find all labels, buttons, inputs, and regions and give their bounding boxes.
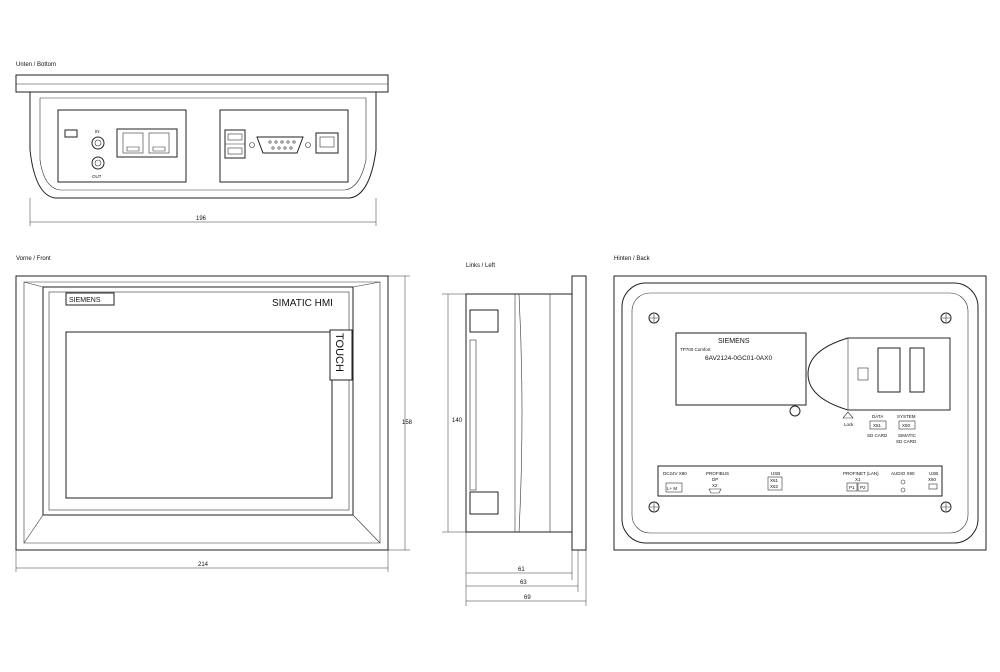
audio-out-label: OUT bbox=[92, 174, 102, 179]
touch-label: TOUCH bbox=[333, 333, 345, 372]
system-slot-label: X50 bbox=[902, 423, 911, 428]
svg-text:P1: P1 bbox=[849, 485, 855, 490]
bottom-housing bbox=[29, 91, 377, 199]
connector-strip bbox=[657, 465, 943, 497]
back-view: Hinten / Back SIEMENS TP700 Comfort 6AV2… bbox=[613, 256, 987, 551]
bottom-port-panel-right bbox=[219, 109, 349, 183]
back-outer-frame bbox=[613, 275, 987, 551]
front-brand-badge bbox=[65, 292, 115, 306]
front-product-name: SIMATIC HMI bbox=[272, 298, 333, 309]
data-title: DATA bbox=[872, 414, 883, 419]
bottom-view-label: Unten / Bottom bbox=[16, 62, 56, 68]
port-usb-x60: USB X60 bbox=[928, 471, 938, 490]
svg-text:PROFINET (LAN): PROFINET (LAN) bbox=[843, 471, 879, 476]
front-display-area bbox=[65, 331, 333, 499]
rating-plate bbox=[675, 332, 807, 406]
data-sd-slot bbox=[877, 347, 901, 393]
svg-text:USB: USB bbox=[929, 471, 938, 476]
svg-text:X61: X61 bbox=[770, 478, 779, 483]
svg-text:USB: USB bbox=[771, 471, 780, 476]
system-card-label-1: SIMATIC bbox=[898, 433, 917, 438]
left-depth-63: 63 bbox=[520, 580, 527, 586]
svg-text:AUDIO X90: AUDIO X90 bbox=[891, 471, 915, 476]
back-housing bbox=[621, 282, 979, 544]
profibus-dsub-port bbox=[256, 136, 304, 154]
port-dc24v: DC24V X80 L+ M bbox=[663, 471, 687, 493]
bottom-width-dimension: 196 bbox=[196, 216, 207, 222]
front-outer-frame bbox=[15, 275, 389, 551]
port-profibus: PROFIBUS DP X2 bbox=[706, 471, 729, 494]
left-height-dimension: 140 bbox=[452, 418, 463, 424]
left-depth-69: 69 bbox=[524, 595, 531, 601]
left-depth-61: 61 bbox=[518, 567, 525, 573]
order-number-text: 6AV2124-0GC01-0AX0 bbox=[705, 355, 772, 362]
svg-text:L+ M: L+ M bbox=[667, 486, 677, 491]
svg-text:DP: DP bbox=[712, 477, 718, 482]
system-sd-slot bbox=[909, 347, 925, 393]
left-clamp-bottom bbox=[469, 491, 499, 515]
front-bezel bbox=[42, 286, 354, 516]
port-audio: AUDIO X90 bbox=[891, 471, 915, 493]
mini-usb-port bbox=[64, 129, 78, 138]
back-brand-text: SIEMENS bbox=[718, 338, 750, 345]
bottom-bezel bbox=[15, 74, 389, 93]
left-view: Links / Left 140 61 63 69 bbox=[442, 263, 587, 606]
audio-in-jack bbox=[91, 136, 105, 150]
port-usb-x61-x62: USB X61 X62 bbox=[767, 471, 783, 491]
sd-card-cover bbox=[807, 337, 951, 411]
svg-text:PROFIBUS: PROFIBUS bbox=[706, 471, 729, 476]
front-brand-text: SIEMENS bbox=[69, 297, 101, 304]
power-connector bbox=[315, 132, 339, 154]
front-width-dimension: 214 bbox=[198, 562, 209, 568]
svg-text:X60: X60 bbox=[928, 477, 937, 482]
audio-in-label: IN bbox=[95, 129, 100, 134]
front-view-label: Vorne / Front bbox=[16, 256, 51, 262]
system-title: SYSTEM bbox=[897, 414, 916, 419]
svg-text:P2: P2 bbox=[860, 485, 866, 490]
front-view: Vorne / Front SIEMENS SIMATIC HMI TOUCH … bbox=[15, 256, 413, 572]
port-profinet: PROFINET (LAN) X1 P1 P2 bbox=[843, 471, 879, 492]
svg-text:DC24V X80: DC24V X80 bbox=[663, 471, 687, 476]
left-bezel bbox=[571, 275, 587, 551]
lock-label: Lock bbox=[844, 422, 854, 427]
audio-out-jack bbox=[91, 156, 105, 170]
back-screws bbox=[648, 312, 952, 513]
data-slot-label: X51 bbox=[873, 423, 882, 428]
left-view-label: Links / Left bbox=[466, 263, 495, 269]
bottom-view: Unten / Bottom IN OUT bbox=[15, 62, 389, 226]
profinet-double-port bbox=[116, 128, 178, 158]
model-text: TP700 Comfort bbox=[680, 347, 711, 352]
svg-text:X62: X62 bbox=[770, 484, 779, 489]
system-card-label-2: SD CARD bbox=[896, 439, 917, 444]
data-card-label: SD CARD bbox=[867, 433, 888, 438]
bottom-port-panel-left bbox=[57, 109, 187, 183]
svg-text:X1: X1 bbox=[855, 477, 861, 482]
svg-text:X2: X2 bbox=[712, 483, 718, 488]
left-housing bbox=[465, 293, 573, 533]
touch-label-tab bbox=[329, 329, 353, 381]
back-view-label: Hinten / Back bbox=[614, 256, 651, 262]
front-height-dimension: 158 bbox=[402, 420, 413, 426]
left-clamp-top bbox=[469, 309, 499, 333]
